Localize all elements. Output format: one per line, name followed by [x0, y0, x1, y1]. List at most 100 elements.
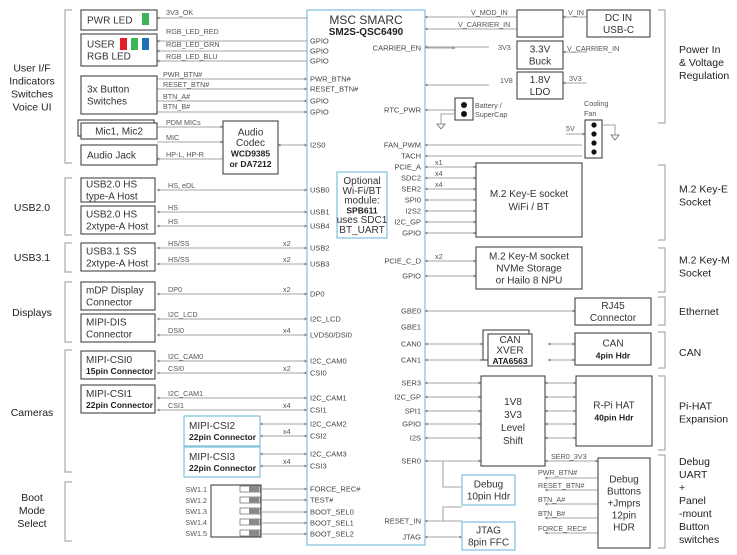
- signal-label: RGB_LED_GRN: [166, 40, 220, 49]
- signal-label: x4: [283, 427, 291, 436]
- blue-led-icon: [142, 38, 149, 50]
- m2m-socket-block: [475, 246, 583, 290]
- mdp-block-label: mDP Display: [86, 286, 144, 297]
- debug-branch-wire: [442, 461, 462, 488]
- battery-connector: [454, 97, 474, 121]
- battery-label: Battery /: [475, 101, 502, 110]
- jtag-block-label: 8pin FFC: [468, 538, 509, 549]
- csi1-block-label: MIPI-CSI1: [86, 389, 133, 400]
- rj45-block-label: RJ45: [601, 301, 625, 312]
- right-pin-label: CAN1: [401, 356, 421, 365]
- fan-pin: [591, 140, 597, 146]
- left-pin-label: USB0: [310, 186, 330, 195]
- ldo-block-label: LDO: [530, 87, 551, 98]
- csi0-block-label: 15pin Connector: [86, 366, 154, 376]
- usb3-block-label: 2xtype-A Host: [86, 259, 148, 270]
- vreg-block: [516, 9, 564, 38]
- fan-connector: [584, 119, 603, 159]
- wifi-optional-block-label: uses SDC1: [337, 215, 388, 226]
- group-label-debug: Button: [679, 521, 710, 533]
- fan-label: Fan: [584, 109, 596, 118]
- right-pin-label: SER0: [401, 457, 421, 466]
- mipi-dsi-block-label: MIPI-DIS: [86, 318, 127, 329]
- signal-label: PDM MICs: [166, 118, 201, 127]
- audio-codec-block-label: WCD9385: [231, 148, 270, 158]
- fan-ground-wire: [602, 124, 616, 135]
- wifi-optional-block-label: Wi-Fi/BT: [343, 186, 382, 197]
- signal-label: HS: [168, 217, 178, 226]
- level-shift-block-label: Shift: [503, 436, 523, 447]
- m2m-socket-block-label: NVMe Storage: [496, 264, 562, 275]
- signal-label: x4: [435, 180, 443, 189]
- left-pin-label: RESET_BTN#: [310, 85, 359, 94]
- mdp-block: [80, 281, 156, 311]
- button-switches-block: [80, 75, 158, 115]
- signal-label: FORCE_REC#: [538, 524, 586, 533]
- signal-label: DSI0: [168, 326, 184, 335]
- signal-label: BTN_A#: [163, 92, 190, 101]
- left-pin-label: I2C_CAM0: [310, 357, 347, 366]
- debug-buttons-block-label: 12pin: [612, 511, 636, 522]
- signal-label: x2: [435, 252, 443, 261]
- group-label-m2e: M.2 Key-E: [679, 184, 728, 196]
- right-pin-label: I2S2: [406, 207, 421, 216]
- group-label-user-if: User I/F: [13, 63, 50, 75]
- right-pin-label: JTAG: [402, 533, 421, 542]
- left-pin-label: I2C_CAM1: [310, 394, 347, 403]
- debug-buttons-block-label: +Jmprs: [607, 499, 640, 510]
- left-pin-label: GPIO: [310, 37, 329, 46]
- group-label-m2e: Socket: [679, 197, 711, 209]
- audio-codec-block: [222, 120, 279, 175]
- signal-label: BTN_B#: [538, 509, 565, 518]
- group-label-ethernet: Ethernet: [679, 306, 719, 318]
- wifi-optional-block-label: SPB611: [346, 205, 377, 215]
- signal-label: I2C_CAM1: [168, 389, 203, 398]
- signal-label: I2C_LCD: [168, 310, 198, 319]
- dcin-block-label: DC IN: [605, 13, 632, 24]
- group-label-debug: UART: [679, 469, 708, 481]
- signal-label: V_MOD_IN: [471, 8, 508, 17]
- mipi-dsi-block: [80, 313, 156, 343]
- csi3-block-label: 22pin Connector: [189, 463, 257, 473]
- right-pin-label: GBE0: [401, 307, 421, 316]
- pwr-led-block: [80, 9, 158, 31]
- csi2-block: [183, 415, 261, 447]
- dip-switch-knob: [249, 486, 259, 492]
- module-title: MSC SMARC: [329, 13, 403, 27]
- buck-block-label: Buck: [529, 57, 552, 68]
- m2m-socket-block-label: M.2 Key-M socket: [489, 252, 569, 263]
- left-pin-label: GPIO: [310, 97, 329, 106]
- left-pin-label: BOOT_SEL2: [310, 530, 354, 539]
- m2e-socket-block-label: M.2 Key-E socket: [490, 189, 569, 200]
- right-pin-label: I2C_GP: [394, 218, 421, 227]
- signal-label: RESET_BTN#: [163, 80, 209, 89]
- group-label-m2m: M.2 Key-M: [679, 255, 730, 267]
- left-pin-label: TEST#: [310, 496, 334, 505]
- wifi-optional-block-label: module:: [344, 196, 380, 207]
- debug-buttons-block: [597, 457, 651, 549]
- group-label-debug: +: [679, 482, 685, 494]
- dip-switch-label: SW1.2: [185, 496, 207, 505]
- dip-switch-knob: [249, 497, 259, 503]
- user-rgb-led-block-label: RGB LED: [87, 52, 131, 63]
- debug-buttons-block-label: Debug: [609, 475, 638, 486]
- usb2-2xtypea-block: [80, 205, 156, 235]
- signal-label: HS/SS: [168, 255, 190, 264]
- audio-jack-block: [80, 144, 158, 166]
- left-pin-label: CSI0: [310, 369, 327, 378]
- right-pin-label: I2S: [410, 434, 421, 443]
- level-shift-block: [480, 375, 546, 467]
- dip-switch-knob: [249, 508, 259, 514]
- debug-buttons-block-label: Buttons: [607, 487, 641, 498]
- right-pin-label: GPIO: [402, 272, 421, 281]
- audio-codec-block-label: Codec: [236, 138, 265, 149]
- signal-label: HS/SS: [168, 239, 190, 248]
- ground-wire: [440, 113, 455, 124]
- mipi-dsi-block-label: Connector: [86, 330, 133, 341]
- right-pin-label: GPIO: [402, 229, 421, 238]
- smarc-module: [306, 9, 426, 546]
- mdp-block-label: Connector: [86, 298, 133, 309]
